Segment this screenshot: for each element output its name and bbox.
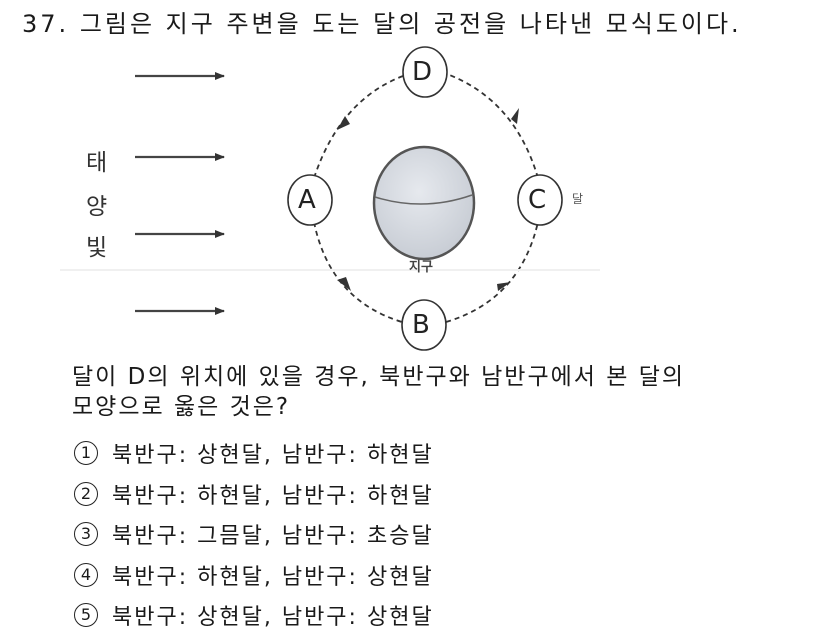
answer-option-1[interactable]: 1 북반구: 상현달, 남반구: 하현달: [72, 433, 434, 474]
option-text: 북반구: 그믐달, 남반구: 초승달: [112, 524, 434, 550]
position-label-A: A: [298, 185, 316, 215]
position-label-D: D: [412, 57, 433, 87]
option-number-badge: 1: [74, 441, 98, 466]
earth: [372, 145, 476, 261]
orbit-arrow-icon: [497, 282, 511, 291]
position-label-B: B: [412, 310, 430, 340]
answer-option-5[interactable]: 5 북반구: 상현달, 남반구: 상현달: [72, 595, 434, 636]
question-prompt-line1: 달이 D의 위치에 있을 경우, 북반구와 남반구에서 본 달의: [72, 364, 686, 390]
moon-position-B: [401, 299, 447, 351]
sunlight-label-1: 태: [86, 150, 108, 176]
answer-option-2[interactable]: 2 북반구: 하현달, 남반구: 하현달: [72, 474, 434, 515]
moon-position-D: [402, 46, 448, 98]
sunlight-label-3: 빛: [86, 235, 108, 261]
moon-position-C: [517, 174, 563, 226]
moon-position-A: [287, 174, 333, 226]
option-number-badge: 5: [74, 603, 98, 628]
position-label-C: C: [528, 185, 547, 215]
option-text: 북반구: 하현달, 남반구: 상현달: [112, 564, 434, 590]
option-text: 북반구: 상현달, 남반구: 상현달: [112, 605, 434, 631]
question-prompt-line2: 모양으로 옳은 것은?: [72, 394, 291, 420]
sunlight-arrows: [135, 72, 225, 315]
answer-option-3[interactable]: 3 북반구: 그믐달, 남반구: 초승달: [72, 514, 434, 555]
earth-label: 지구: [409, 260, 433, 275]
option-number-badge: 3: [74, 522, 98, 547]
answer-option-4[interactable]: 4 북반구: 하현달, 남반구: 상현달: [72, 555, 434, 596]
question-prompt: 달이 D의 위치에 있을 경우, 북반구와 남반구에서 본 달의 모양으로 옳은…: [72, 362, 812, 422]
orbit-arrow-icon: [337, 116, 350, 130]
moon-orbit-diagram: D A C B 달 지구 태 양 빛: [60, 46, 600, 351]
orbit-arrow-icon: [337, 277, 351, 291]
sunlight-label-2: 양: [86, 194, 108, 220]
moon-label: 달: [572, 192, 584, 206]
question-stem: 그림은 지구 주변을 도는 달의 공전을 나타낸 모식도이다.: [79, 10, 742, 38]
orbit-direction-arrows: [337, 108, 519, 291]
orbit-arrow-icon: [511, 108, 519, 124]
answer-options: 1 북반구: 상현달, 남반구: 하현달 2 북반구: 하현달, 남반구: 하현…: [72, 433, 434, 636]
option-number-badge: 4: [74, 562, 98, 587]
moon-orbit-path: [313, 73, 539, 323]
option-text: 북반구: 하현달, 남반구: 하현달: [112, 483, 434, 509]
question-number: 37.: [22, 10, 70, 38]
question-title: 37. 그림은 지구 주변을 도는 달의 공전을 나타낸 모식도이다.: [22, 4, 742, 39]
option-text: 북반구: 상현달, 남반구: 하현달: [112, 443, 434, 469]
option-number-badge: 2: [74, 481, 98, 506]
